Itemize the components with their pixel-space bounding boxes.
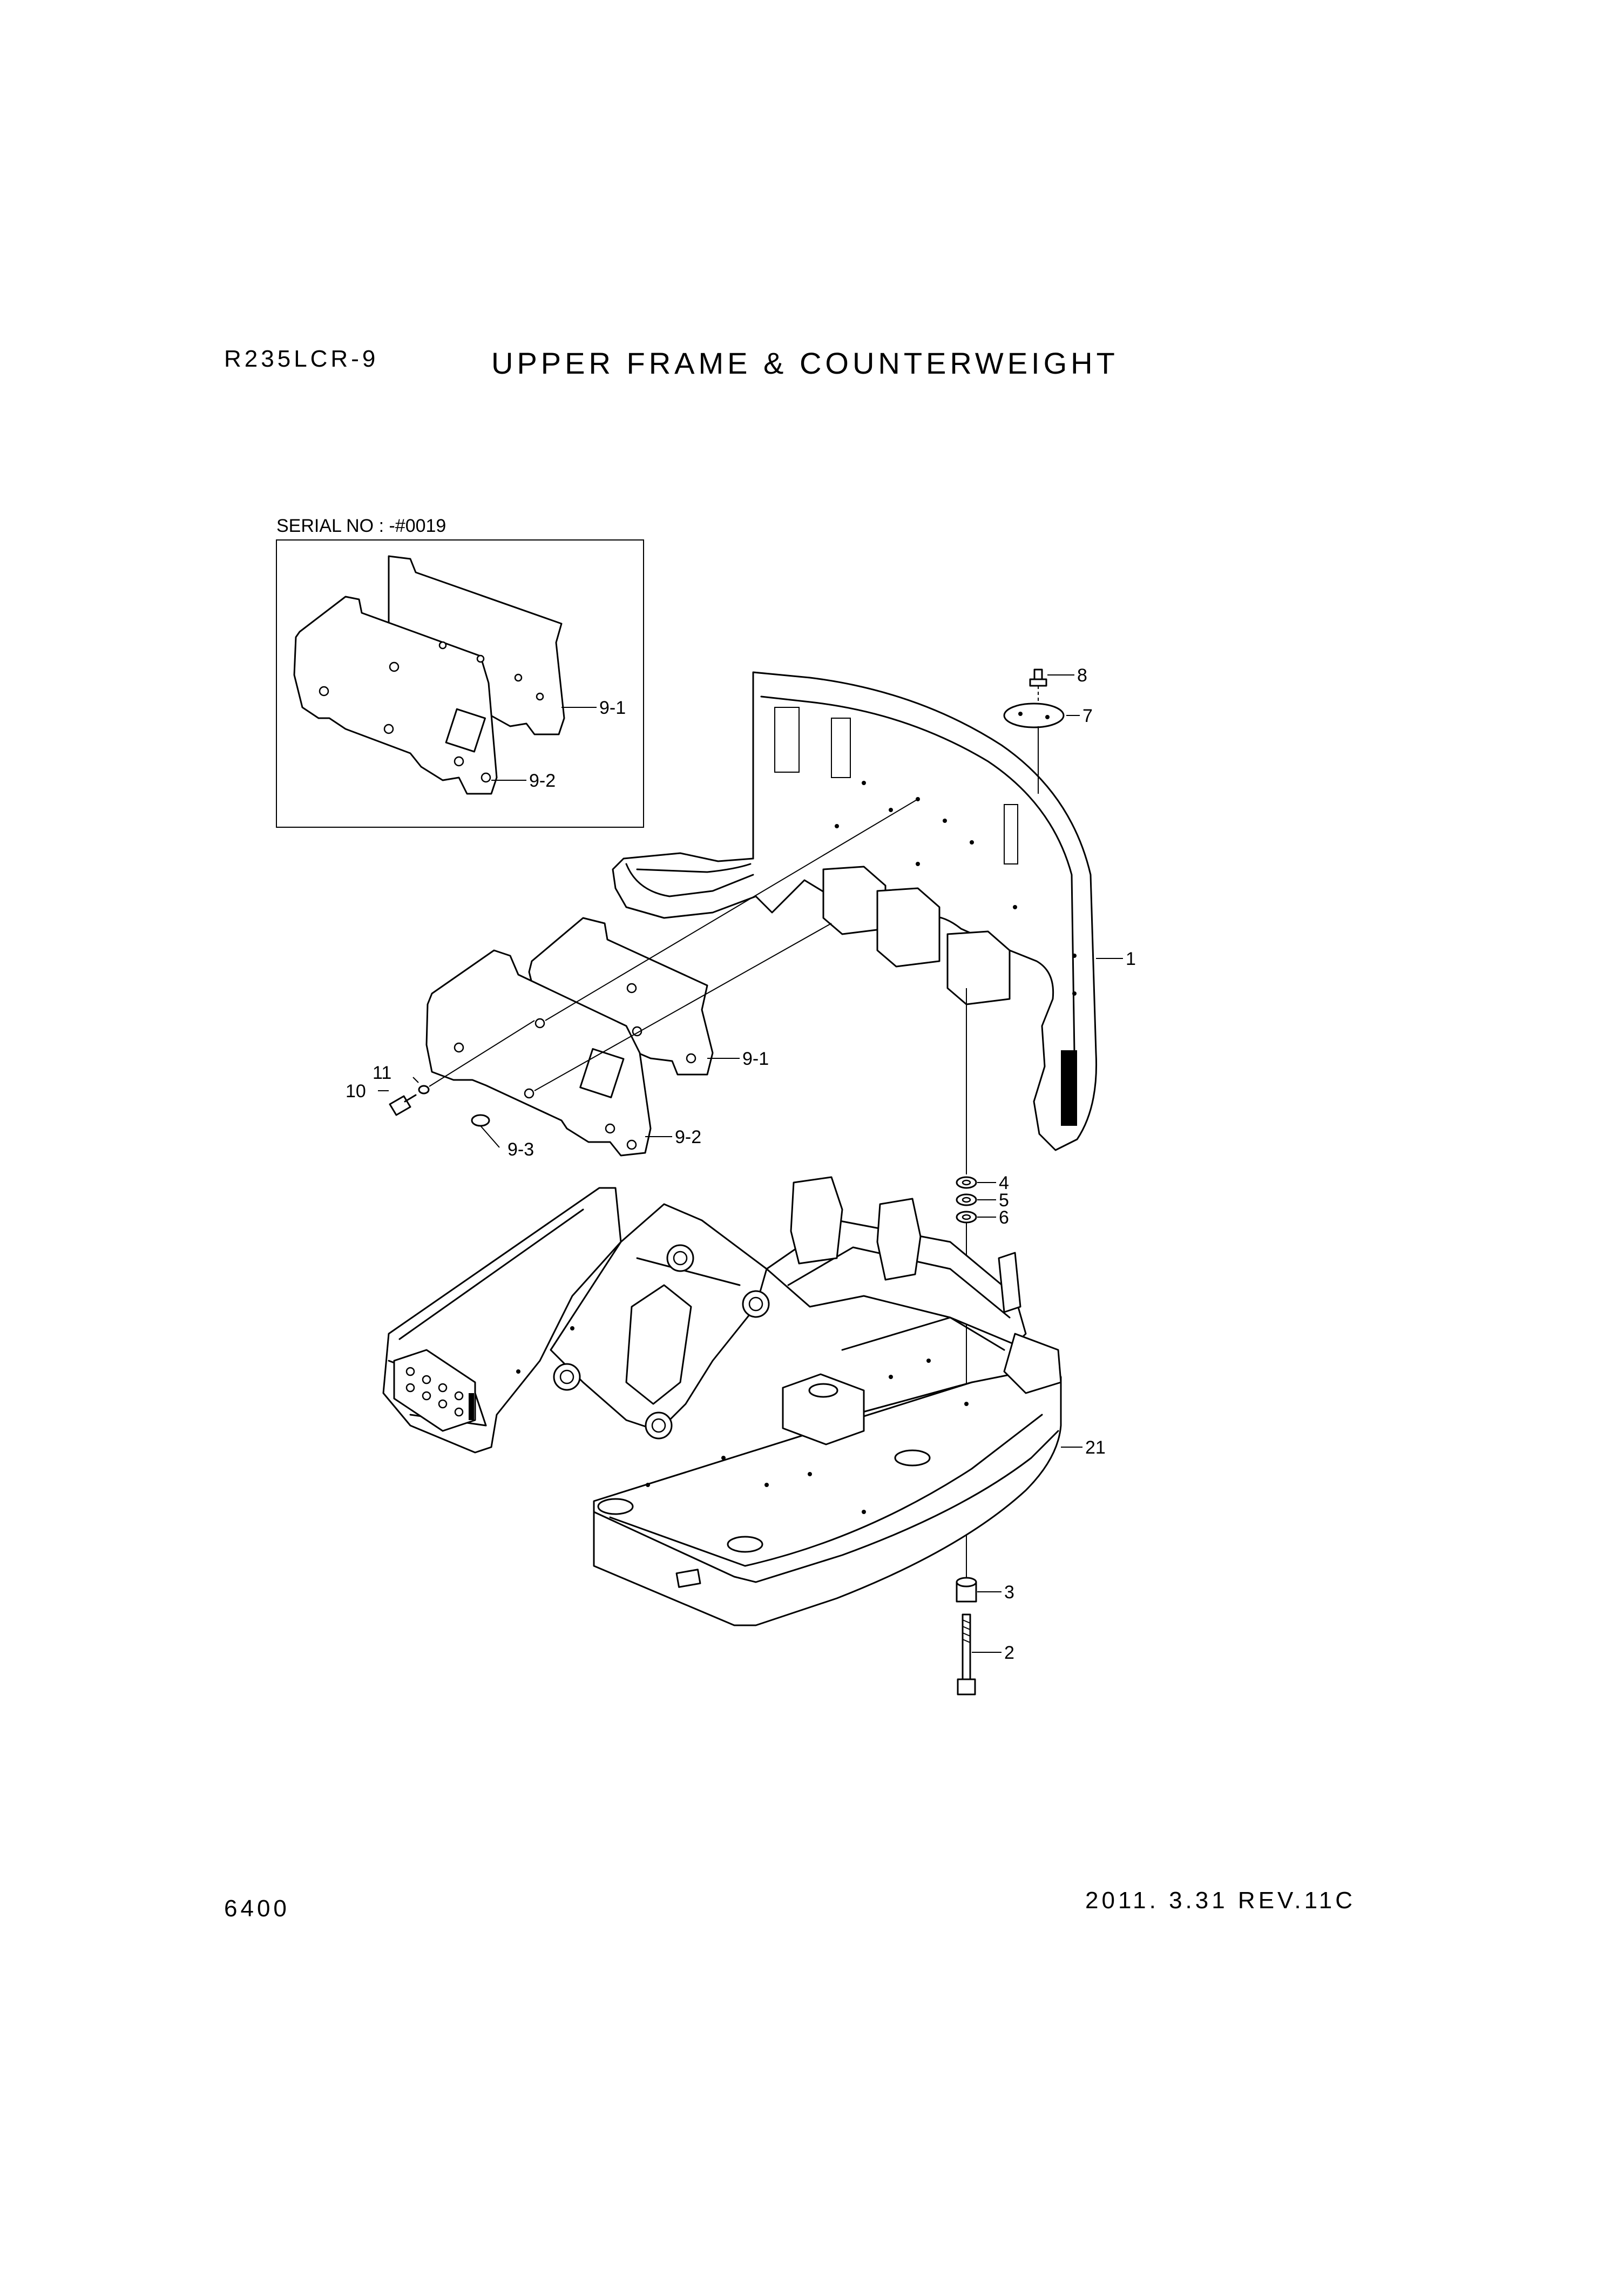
bolt-part-8: 8 [1029, 665, 1087, 702]
washer-part-4: 4 [956, 1173, 1009, 1193]
inset-label-9-1: 9-1 [599, 698, 626, 718]
cover-part-7: 7 [1003, 702, 1093, 728]
inset-serial-label: SERIAL NO : -#0019 [276, 516, 446, 536]
callout-6: 6 [999, 1207, 1009, 1228]
washer-part-6: 6 [956, 1207, 1009, 1228]
plate-part-9-2: 9-2 [425, 949, 701, 1157]
callout-4: 4 [999, 1173, 1009, 1193]
callout-9-1: 9-1 [742, 1049, 769, 1069]
callout-5: 5 [999, 1190, 1009, 1211]
callout-11: 11 [373, 1063, 391, 1083]
grommet-part-9-3: 9-3 [471, 1114, 534, 1160]
washer-part-11: 11 [373, 1063, 430, 1095]
serial-inset: SERIAL NO : -#0019 9-1 9-2 [276, 516, 644, 828]
model-number: R235LCR-9 [224, 346, 379, 372]
callout-8: 8 [1077, 665, 1087, 686]
callout-2: 2 [1004, 1643, 1014, 1663]
nut-part-3: 3 [956, 1577, 1014, 1603]
callout-7: 7 [1082, 706, 1093, 726]
washer-part-5: 5 [956, 1190, 1009, 1211]
callout-9-2: 9-2 [675, 1127, 701, 1147]
page-title: UPPER FRAME & COUNTERWEIGHT [491, 346, 1119, 380]
upper-frame-part-21: 21 [382, 1176, 1106, 1626]
bolt-part-2: 2 [957, 1613, 1014, 1695]
bolt-part-10: 10 [346, 1081, 417, 1116]
callout-21: 21 [1085, 1437, 1106, 1458]
revision-date: 2011. 3.31 REV.11C [1085, 1887, 1356, 1914]
callout-1: 1 [1126, 949, 1136, 969]
counterweight-part-1: 1 [612, 671, 1136, 1151]
callout-9-3: 9-3 [508, 1139, 534, 1160]
page-number: 6400 [224, 1895, 290, 1922]
inset-label-9-2: 9-2 [529, 771, 556, 791]
callout-10: 10 [346, 1081, 366, 1102]
callout-3: 3 [1004, 1582, 1014, 1603]
step-plate [393, 1349, 476, 1432]
